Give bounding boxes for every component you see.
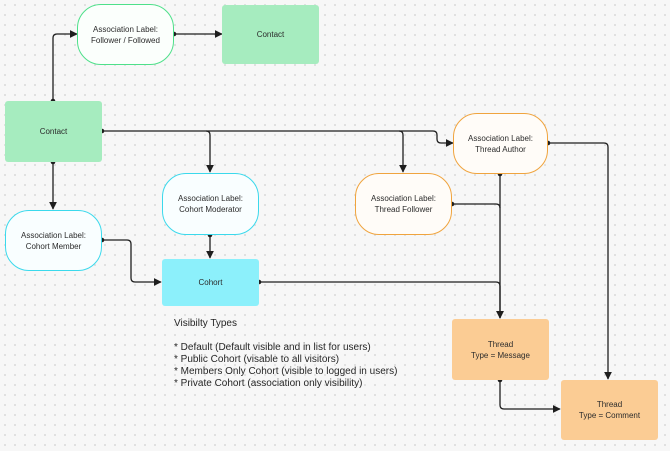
thread-follower-label-line2: Thread Follower	[374, 205, 433, 214]
follower-followed-label-line1: Association Label:	[93, 24, 158, 34]
visibility-types-note[interactable]: Visibilty Types * Default (Default visib…	[174, 318, 424, 390]
thread-author-label-line2: Thread Author	[475, 144, 526, 154]
visibility-type-item: * Default (Default visible and in list f…	[174, 342, 371, 353]
cohort-member-label-line2: Cohort Member	[25, 241, 82, 251]
thread-author-label-node[interactable]: Association Label: Thread Author	[453, 113, 548, 174]
cohort-moderator-label-line2: Cohort Moderator	[179, 205, 242, 214]
visibility-types-title: Visibilty Types	[174, 318, 237, 329]
cohort-member-label-line1: Association Label:	[21, 230, 86, 240]
contact-main-node[interactable]: Contact	[5, 101, 102, 162]
thread-author-label-line1: Association Label:	[468, 133, 533, 143]
edge-contact-to-cohort-moderator-label	[102, 130, 214, 173]
edge-thread-author-label-to-thread-comment	[548, 142, 612, 380]
thread-comment-line2: Type = Comment	[578, 411, 641, 420]
edge-contact-to-follower-label	[52, 30, 78, 101]
visibility-type-item: * Members Only Cohort (visible to logged…	[174, 366, 398, 377]
thread-follower-label-line1: Association Label:	[371, 194, 436, 203]
visibility-type-item: * Private Cohort (association only visib…	[174, 378, 363, 389]
cohort-node-label: Cohort	[198, 278, 223, 287]
edge-thread-message-to-thread-comment	[499, 380, 561, 413]
contact-node-label: Contact	[256, 30, 285, 39]
edge-thread-follower-label-to-thread-message	[452, 203, 501, 209]
cohort-moderator-label-node[interactable]: Association Label: Cohort Moderator	[162, 173, 259, 235]
thread-comment-line1: Thread	[596, 400, 623, 409]
edge-contact-to-thread-follower-label	[206, 130, 407, 173]
edge-cohort-to-thread-message	[259, 281, 504, 319]
thread-message-node[interactable]: Thread Type = Message	[452, 319, 549, 380]
thread-follower-label-node[interactable]: Association Label: Thread Follower	[355, 173, 452, 235]
thread-message-line2: Type = Message	[471, 350, 530, 360]
cohort-member-label-node[interactable]: Association Label: Cohort Member	[5, 210, 102, 271]
thread-comment-node[interactable]: Thread Type = Comment	[561, 380, 658, 440]
edge-contact-to-thread-author-label	[399, 130, 454, 147]
cohort-node[interactable]: Cohort	[162, 259, 259, 306]
follower-followed-label-node[interactable]: Association Label: Follower / Followed	[77, 4, 174, 65]
contact-node[interactable]: Contact	[222, 5, 319, 64]
follower-followed-label-line2: Follower / Followed	[91, 35, 160, 45]
contact-main-node-label: Contact	[39, 127, 68, 136]
edge-cohort-member-label-to-cohort	[102, 239, 162, 286]
thread-message-line1: Thread	[487, 339, 514, 349]
cohort-moderator-label-line1: Association Label:	[178, 194, 243, 203]
visibility-type-item: * Public Cohort (visable to all visitors…	[174, 354, 340, 365]
